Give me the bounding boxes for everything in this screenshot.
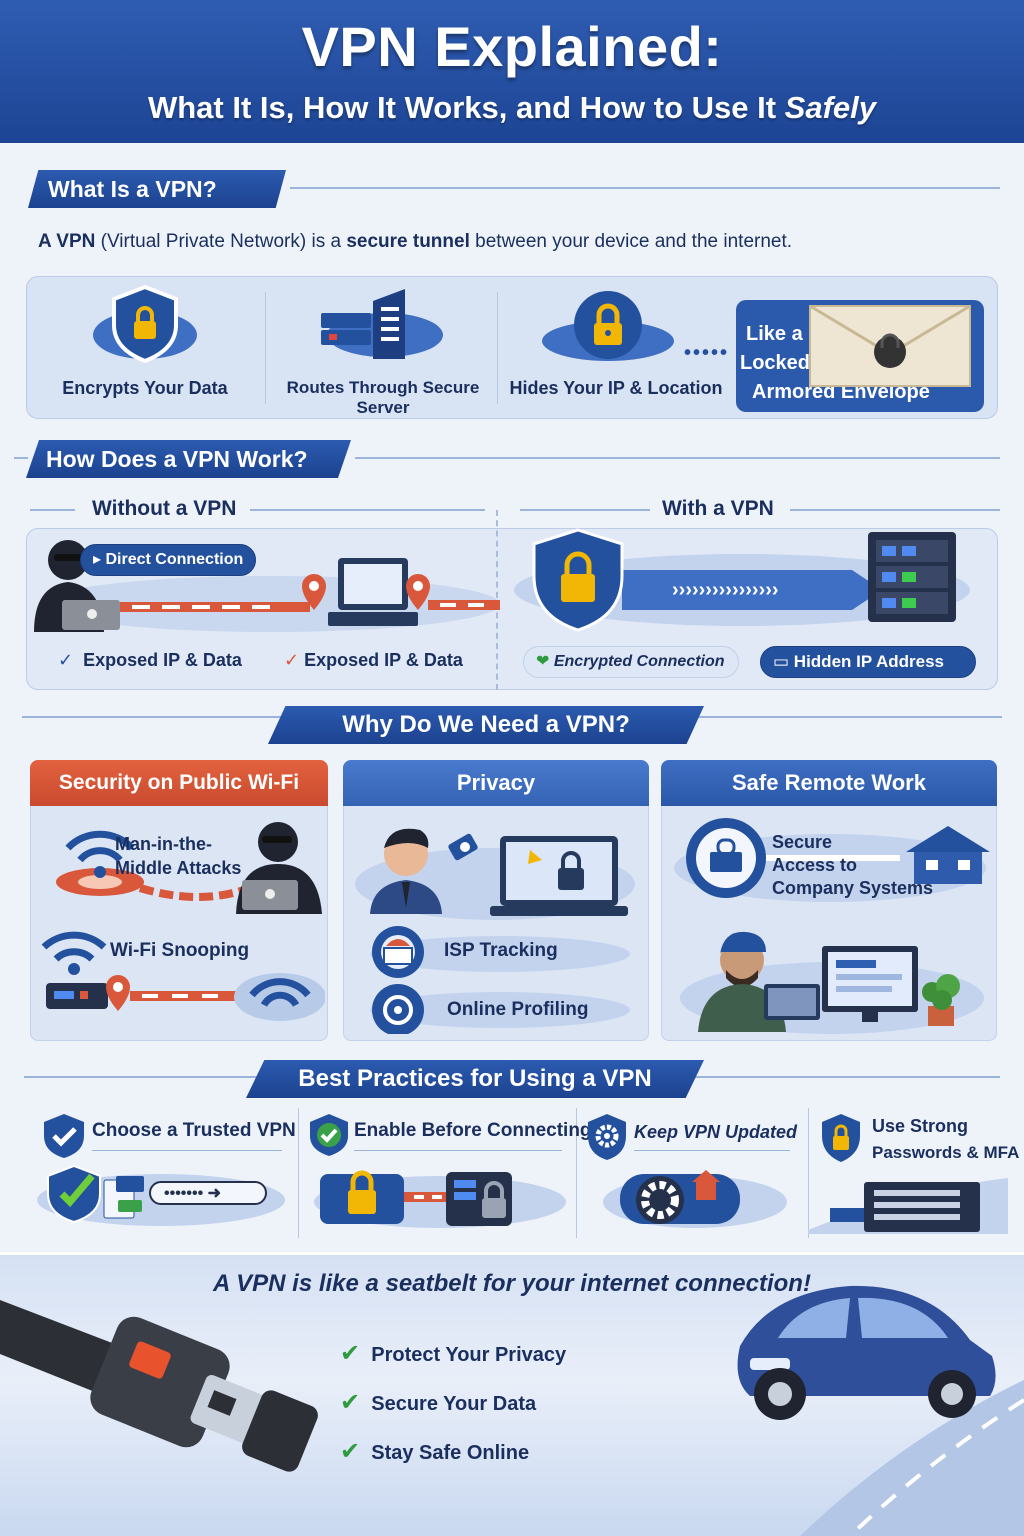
divider [0, 1252, 1024, 1255]
footer-checklist: ✔ Protect Your Privacy ✔ Secure Your Dat… [340, 1330, 566, 1477]
server-icon [321, 289, 443, 359]
section-title-best: Best Practices for Using a VPN [246, 1060, 704, 1098]
bp-label: Use Strong [872, 1116, 969, 1136]
divider [290, 187, 1000, 189]
car-icon [737, 1285, 1024, 1536]
update-gear-graphic [603, 1170, 787, 1228]
section-title-why: Why Do We Need a VPN? [268, 706, 704, 744]
without-vpn-title: Without a VPN [92, 497, 237, 520]
check-item: ✔ Secure Your Data [340, 1389, 537, 1416]
isp-tracking-label: ISP Tracking [444, 940, 558, 961]
divider [497, 292, 498, 404]
remote-worker-graphic [680, 931, 984, 1034]
gear-shield-icon [588, 1114, 626, 1160]
divider [576, 1108, 577, 1238]
tracking-icons [370, 926, 630, 1034]
bp-label: Enable Before Connecting [354, 1120, 592, 1141]
divider [808, 1108, 809, 1238]
card-title: Privacy [343, 760, 649, 806]
enable-vpn-graphic [314, 1170, 566, 1228]
vpn-tunnel-graphic: ›››››››››››››››› [514, 528, 970, 632]
feature-label: Encrypts Your Data [62, 378, 228, 398]
connector-dots: ••••• [684, 342, 730, 364]
divider [250, 509, 485, 511]
card-title: Safe Remote Work [661, 760, 997, 806]
trusted-vpn-graphic: ••••••• ➜ [37, 1164, 285, 1226]
bp-label: Choose a Trusted VPN [92, 1120, 296, 1141]
divider [14, 457, 28, 459]
divider [355, 457, 1000, 459]
unprotected-route-graphic [34, 540, 500, 632]
password-graphic [808, 1178, 1008, 1234]
bp-label: Keep VPN Updated [634, 1122, 798, 1142]
shield-check-icon [44, 1114, 84, 1158]
shield-lock-icon [93, 284, 197, 364]
company-access-graphic [674, 818, 990, 902]
divider [92, 1150, 282, 1151]
man-in-middle-graphic [56, 822, 322, 914]
section-title-how: How Does a VPN Work? [26, 440, 351, 478]
bp-label: Passwords & MFA [872, 1143, 1020, 1162]
padlock-icon [542, 291, 674, 361]
privacy-graphic [355, 828, 635, 920]
envelope-icon [809, 304, 971, 387]
what-intro: A VPN (Virtual Private Network) is a sec… [38, 231, 793, 252]
mitm-label: Man-in-the-Middle Attacks [115, 834, 242, 878]
exposed-label: ✓ Exposed IP & Data [58, 650, 242, 670]
shield-check-icon [310, 1114, 348, 1156]
check-item: ✔ Protect Your Privacy [340, 1340, 567, 1367]
seatbelt-icon [0, 1300, 318, 1472]
feature-label: Routes Through Secure Server [286, 378, 480, 417]
direct-connection-badge: ▸ Direct Connection [80, 544, 257, 576]
divider [298, 1108, 299, 1238]
check-item: ✔ Stay Safe Online [340, 1438, 530, 1465]
exposed-label: ✓ Exposed IP & Data [284, 650, 463, 670]
divider [30, 509, 75, 511]
svg-text:››››››››››››››››: ›››››››››››››››› [672, 579, 779, 601]
header-banner: VPN Explained: What It Is, How It Works,… [0, 0, 1024, 143]
card-title: Security on Public Wi-Fi [30, 760, 328, 806]
with-vpn-title: With a VPN [662, 497, 774, 520]
online-profiling-label: Online Profiling [447, 999, 589, 1020]
divider [634, 1150, 790, 1151]
hidden-ip-badge: ▭ Hidden IP Address [760, 646, 976, 678]
divider [265, 292, 266, 404]
shield-lock-icon [822, 1114, 860, 1162]
page-title: VPN Explained: [301, 15, 723, 78]
divider [520, 509, 650, 511]
page-subtitle: What It Is, How It Works, and How to Use… [147, 90, 877, 125]
section-title-what: What Is a VPN? [28, 170, 286, 208]
encrypted-connection-badge: ❤ Encrypted Connection [523, 646, 739, 678]
svg-text:••••••• ➜: ••••••• ➜ [164, 1185, 221, 1202]
footer-tagline: A VPN is like a seatbelt for your intern… [213, 1270, 811, 1297]
wifi-snooping-label: Wi-Fi Snooping [110, 940, 250, 961]
divider [354, 1150, 562, 1151]
wifi-snooping-graphic [41, 931, 325, 1021]
feature-label: Hides Your IP & Location [509, 378, 723, 398]
divider [790, 509, 1000, 511]
